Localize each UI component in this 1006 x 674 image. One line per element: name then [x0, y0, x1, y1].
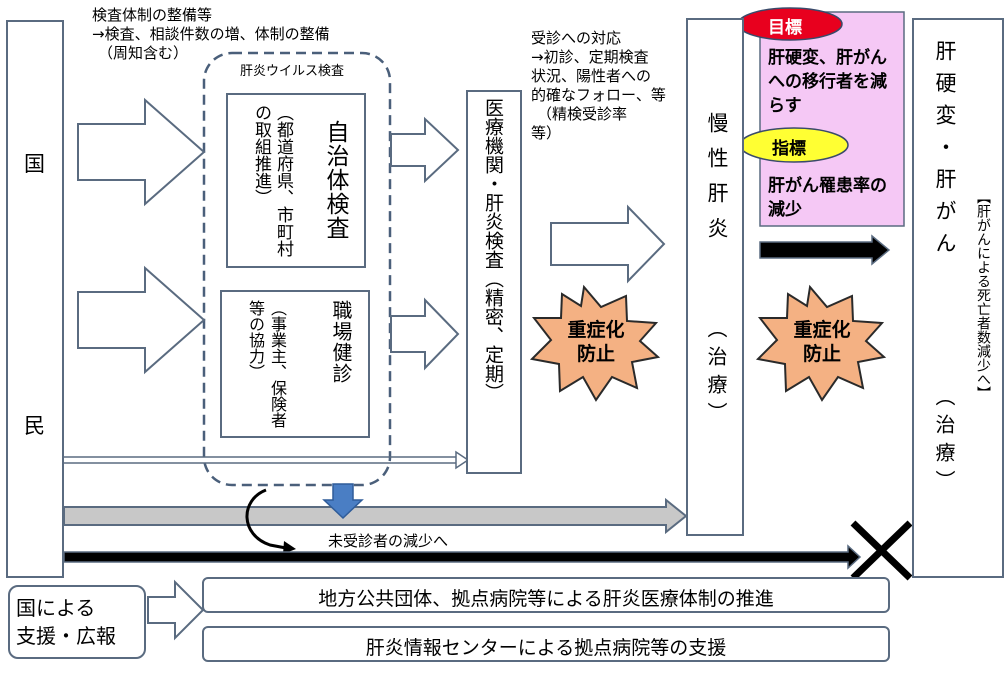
local-test-sub: （都道府県、市町村の取組推進）: [251, 104, 293, 257]
support-label-box: [8, 585, 146, 659]
support-label: 国による 支援・広報: [16, 596, 116, 648]
cirrhosis-title: 肝硬変・肝がん: [933, 40, 957, 264]
response-note: 受診への対応 →初診、定期検査 状況、陽性者への 的確なフォロー、等 （精検受診…: [531, 29, 666, 142]
support-item-2: [202, 626, 890, 662]
virus-test-group: [202, 51, 392, 487]
cirrhosis-box: [912, 18, 1004, 578]
local-test-title: 自治体検査: [322, 120, 348, 240]
arrow-support: [147, 579, 205, 641]
severe-text-1: 重症化 防止: [567, 319, 625, 365]
top-note: 検査体制の整備等 →検査、相談件数の増、体制の整備 （周知含む）: [92, 6, 330, 62]
citizens-top-label: 国: [24, 152, 45, 176]
starburst-2: [755, 284, 887, 402]
citizens-box: [6, 20, 64, 578]
support-item-1: [202, 577, 890, 613]
chronic-box: [686, 18, 744, 536]
goal-badge: 目標: [768, 18, 802, 38]
arrow-workplace-to-medical: [390, 297, 460, 371]
gray-arrow: [63, 497, 688, 535]
severe-text-2: 重症化 防止: [793, 319, 851, 365]
arrow-to-local-test: [77, 97, 206, 207]
local-test-box: [226, 93, 366, 268]
workplace-test-sub: （事業主、保険者等の協力）: [246, 300, 287, 428]
x-mark: [850, 520, 913, 581]
medical-box-text: 医療機関・肝炎検査（精密、定期）: [482, 98, 504, 402]
goal-text: 肝硬変、肝がんへの移行者を減らす: [768, 48, 887, 116]
chronic-sub: （治療）: [704, 318, 728, 430]
black-arrow-goal: [759, 234, 891, 266]
blue-down-arrow: [322, 483, 364, 520]
arrow-local-to-medical: [390, 116, 460, 184]
indicator-text: 肝がん罹患率の減少: [768, 176, 887, 220]
workplace-test-title: 職場健診: [329, 300, 353, 384]
starburst-1: [529, 284, 661, 402]
cirrhosis-side: 【肝がんによる死亡者数減少へ】: [975, 190, 991, 400]
black-arrow: [63, 544, 862, 570]
support-item-1-text: 地方公共団体、拠点病院等による肝炎医療体制の推進: [318, 588, 774, 610]
citizens-bottom-label: 民: [24, 414, 45, 438]
indicator-badge: 指標: [772, 139, 806, 159]
curved-arrow: [245, 488, 287, 550]
chronic-title: 慢性肝炎: [705, 112, 729, 252]
cirrhosis-sub: （治療）: [932, 386, 956, 498]
arrow-medical-to-chronic: [550, 204, 666, 284]
workplace-test-box: [220, 290, 370, 438]
virus-group-label: 肝炎ウイルス検査: [240, 64, 345, 79]
medical-box: [466, 90, 522, 474]
goal-panel-bg: [759, 11, 905, 227]
arrow-to-workplace-test: [77, 265, 206, 375]
support-item-2-text: 肝炎情報センターによる拠点病院等の支援: [365, 637, 727, 659]
unvisited-label: 未受診者の減少へ: [328, 532, 449, 550]
